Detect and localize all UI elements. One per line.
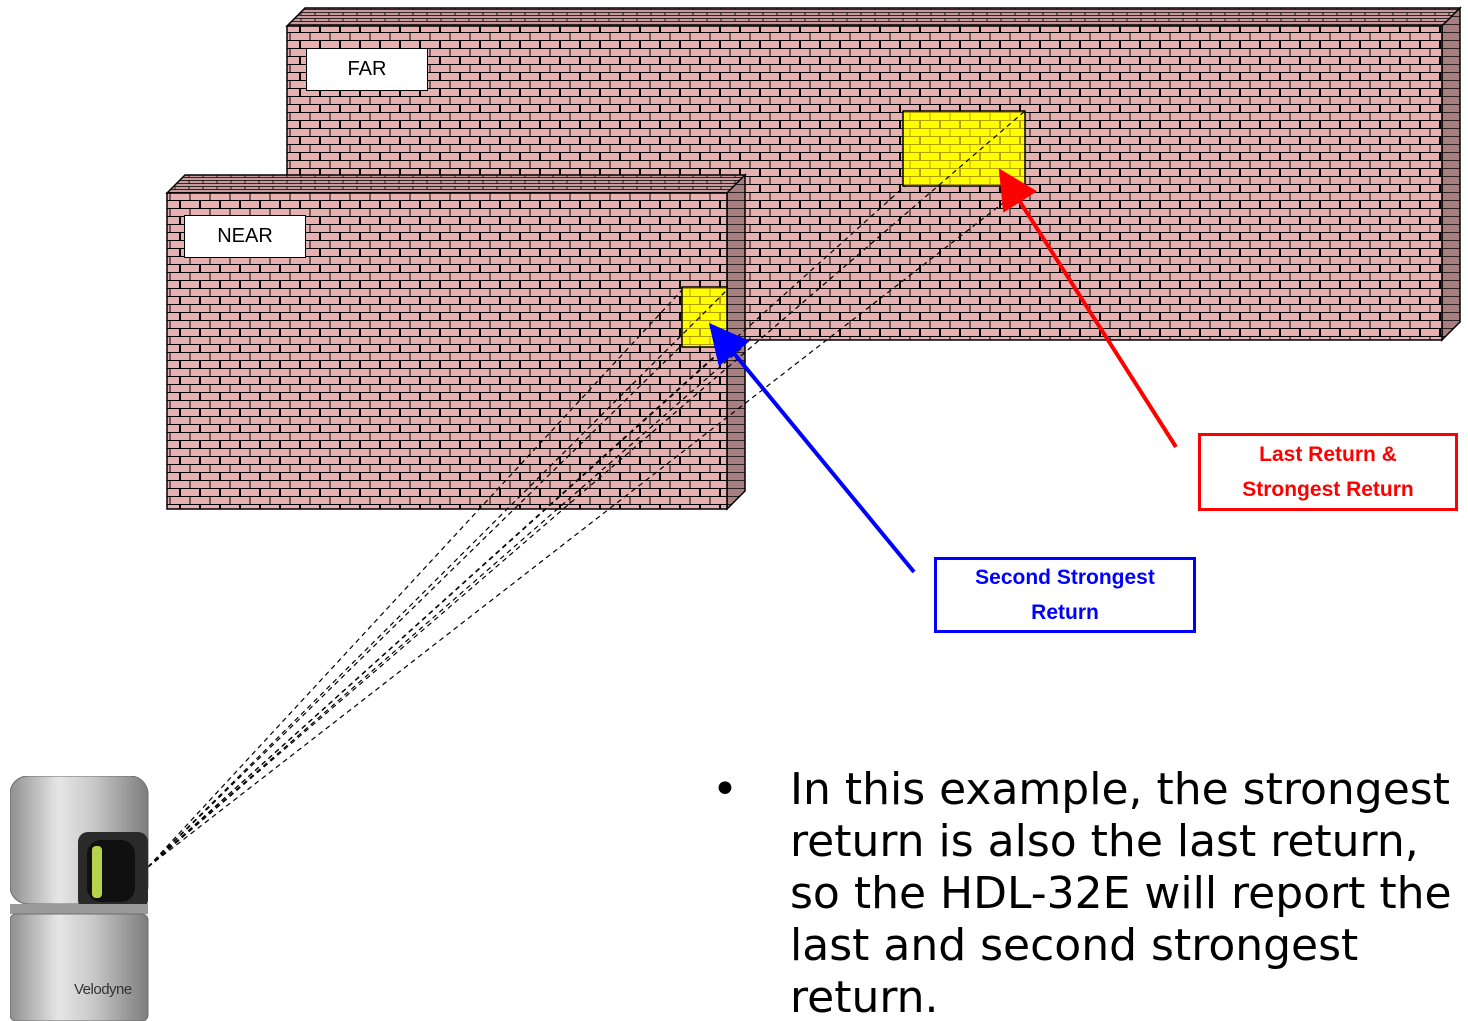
blue-arrow: [708, 322, 916, 574]
bullet-text: In this example, the strongest return is…: [790, 764, 1452, 1021]
second-strongest-return-callout: Second Strongest Return: [934, 557, 1196, 633]
callout-line-1: Last Return &: [1259, 443, 1397, 466]
far-label: FAR: [306, 48, 428, 91]
laser-beams: [147, 110, 1026, 868]
near-label: NEAR: [184, 215, 306, 258]
callout-line-1: Second Strongest: [975, 566, 1155, 589]
last-strongest-return-callout: Last Return & Strongest Return: [1198, 433, 1458, 511]
sensor-brand-label: Velodyne: [74, 981, 132, 998]
red-arrow: [998, 168, 1178, 449]
callout-line-2: Return: [1031, 601, 1099, 624]
callout-line-2: Strongest Return: [1242, 478, 1414, 501]
bullet-symbol: •: [712, 764, 738, 815]
velodyne-sensor: [10, 776, 149, 1021]
far-target-patch: [902, 110, 1026, 187]
